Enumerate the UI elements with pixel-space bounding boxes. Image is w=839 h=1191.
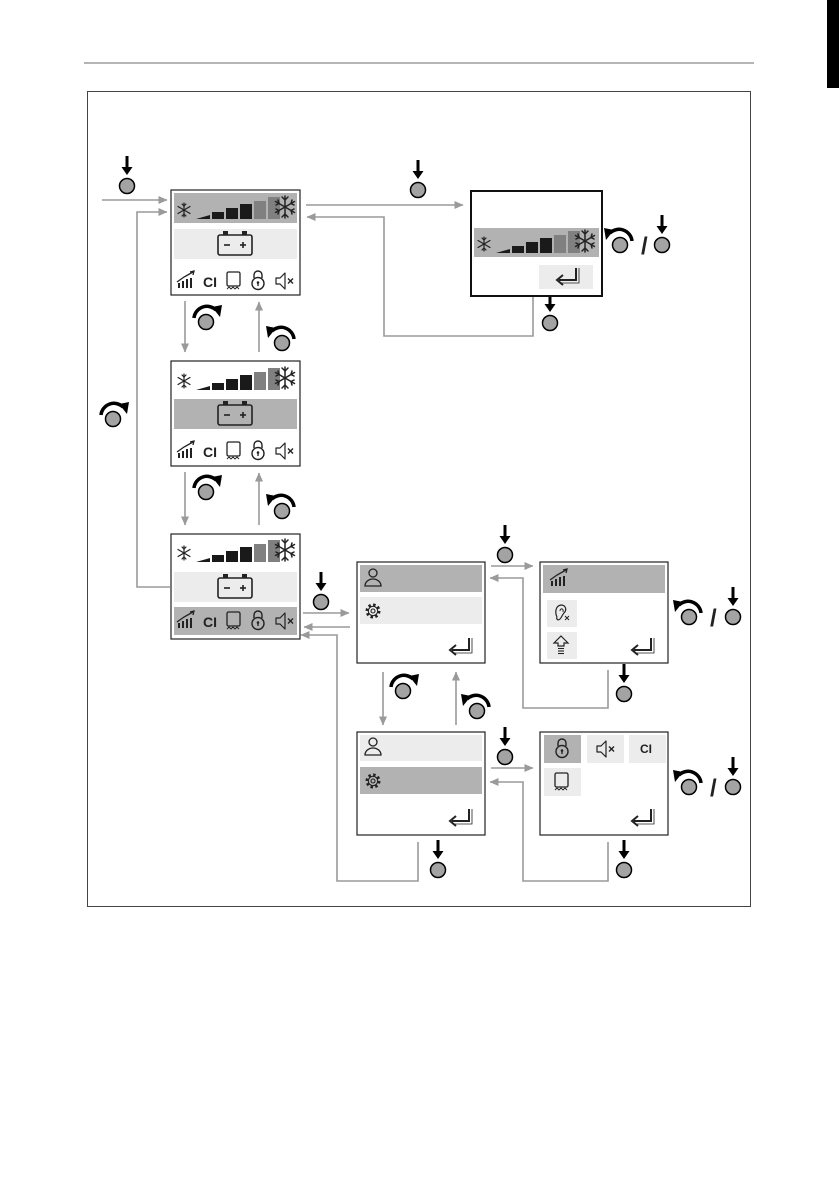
rotate-knob-counterclockwise-icon bbox=[604, 228, 632, 253]
rotate-knob-clockwise-icon bbox=[391, 674, 419, 699]
settings-submenu-screen: CI bbox=[540, 732, 668, 835]
press-knob-icon bbox=[655, 215, 670, 253]
cooling-edit-screen bbox=[471, 191, 602, 296]
rotate-knob-clockwise-icon bbox=[194, 475, 222, 500]
main-status-screen-icons-highlighted: CI bbox=[171, 534, 300, 639]
rotate-knob-counterclockwise-icon bbox=[266, 326, 294, 351]
ci-text: CI bbox=[640, 742, 652, 756]
press-knob-icon bbox=[431, 840, 446, 878]
rotate-knob-clockwise-icon bbox=[194, 305, 222, 330]
user-submenu-screen bbox=[540, 562, 668, 663]
press-knob-icon bbox=[726, 587, 741, 625]
or-separator: / bbox=[710, 775, 717, 802]
press-knob-icon bbox=[498, 525, 513, 563]
press-knob-icon bbox=[498, 727, 513, 765]
ci-text: CI bbox=[203, 274, 217, 290]
ci-text: CI bbox=[203, 614, 217, 630]
rotate-knob-counterclockwise-icon bbox=[266, 494, 294, 519]
or-separator: / bbox=[641, 233, 648, 260]
rotate-knob-counterclockwise-icon bbox=[673, 770, 701, 795]
press-knob-icon bbox=[120, 156, 135, 194]
rotate-knob-counterclockwise-icon bbox=[673, 600, 701, 625]
main-status-screen-battery-highlighted: CI bbox=[171, 361, 300, 466]
press-knob-icon bbox=[314, 572, 329, 610]
press-knob-icon bbox=[543, 293, 558, 331]
rotate-knob-clockwise-icon bbox=[101, 402, 129, 427]
or-separator: / bbox=[710, 605, 717, 632]
press-knob-icon bbox=[617, 840, 632, 878]
arrow-loop-back-to-main bbox=[137, 212, 170, 587]
rotate-knob-counterclockwise-icon bbox=[461, 694, 489, 719]
press-knob-icon bbox=[411, 160, 426, 198]
press-knob-icon bbox=[726, 757, 741, 795]
press-knob-icon bbox=[617, 664, 632, 702]
main-status-screen-cooling-highlighted: CI bbox=[171, 190, 300, 295]
main-menu-screen-settings-highlighted bbox=[357, 732, 485, 835]
main-menu-screen-user-highlighted bbox=[357, 562, 485, 663]
ci-text: CI bbox=[203, 444, 217, 460]
